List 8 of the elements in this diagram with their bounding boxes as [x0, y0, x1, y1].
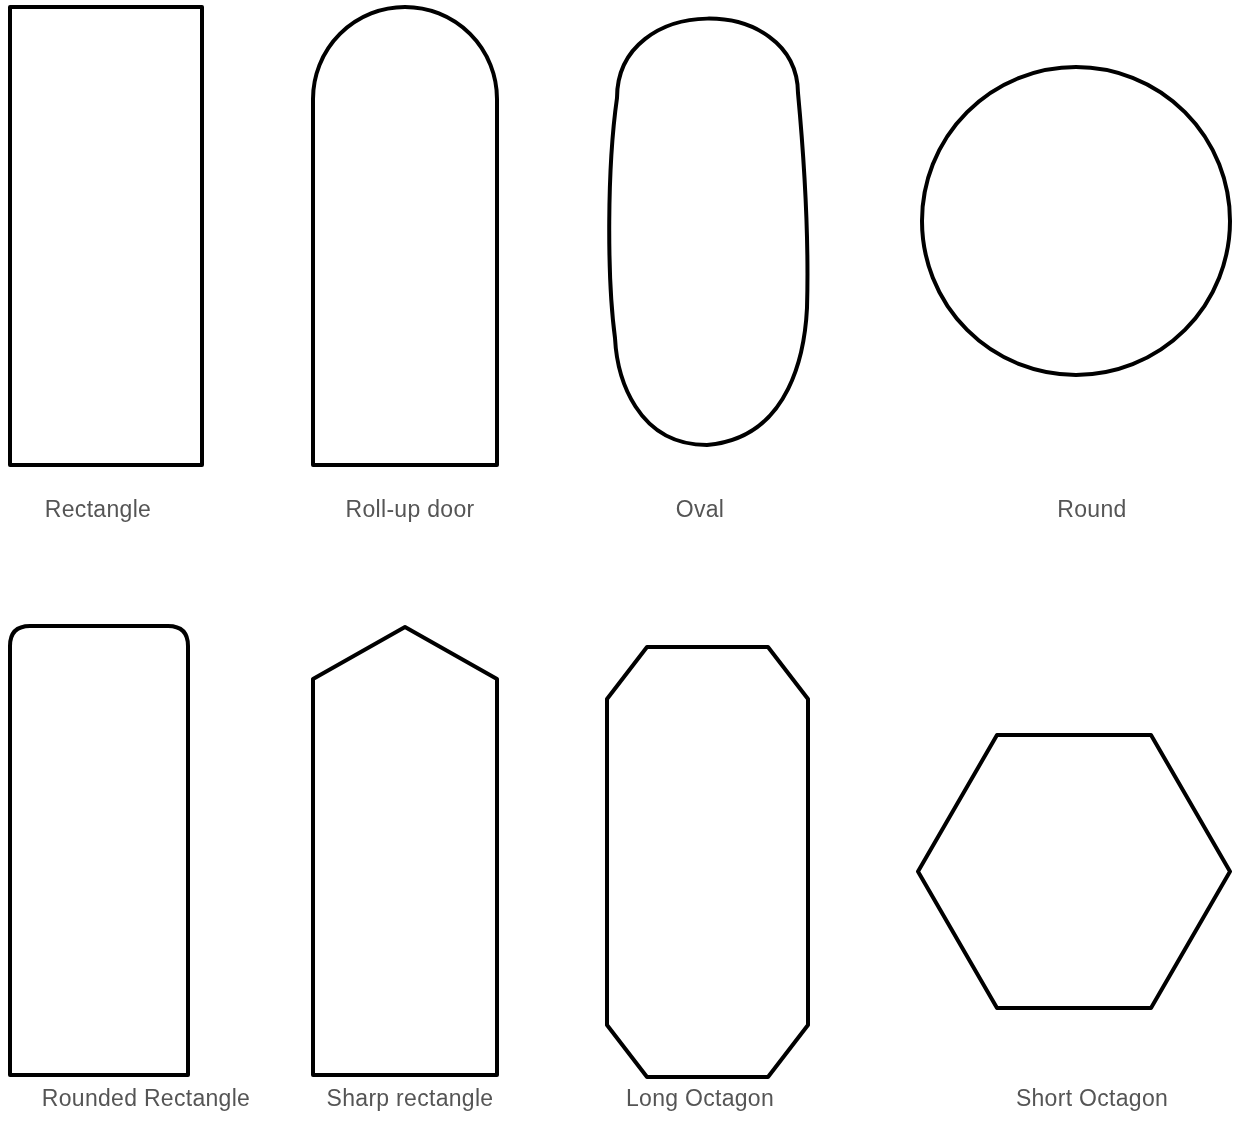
shape-caption: Short Octagon [1015, 1085, 1169, 1112]
shape-caption: Rectangle [44, 496, 152, 523]
shape-caption: Long Octagon [625, 1085, 775, 1112]
shape-caption: Roll-up door [345, 496, 475, 523]
shape-caption: Rounded Rectangle [41, 1085, 251, 1112]
shape-caption: Oval [675, 496, 725, 523]
shape-caption: Round [1057, 496, 1127, 523]
shape-caption: Sharp rectangle [326, 1085, 494, 1112]
